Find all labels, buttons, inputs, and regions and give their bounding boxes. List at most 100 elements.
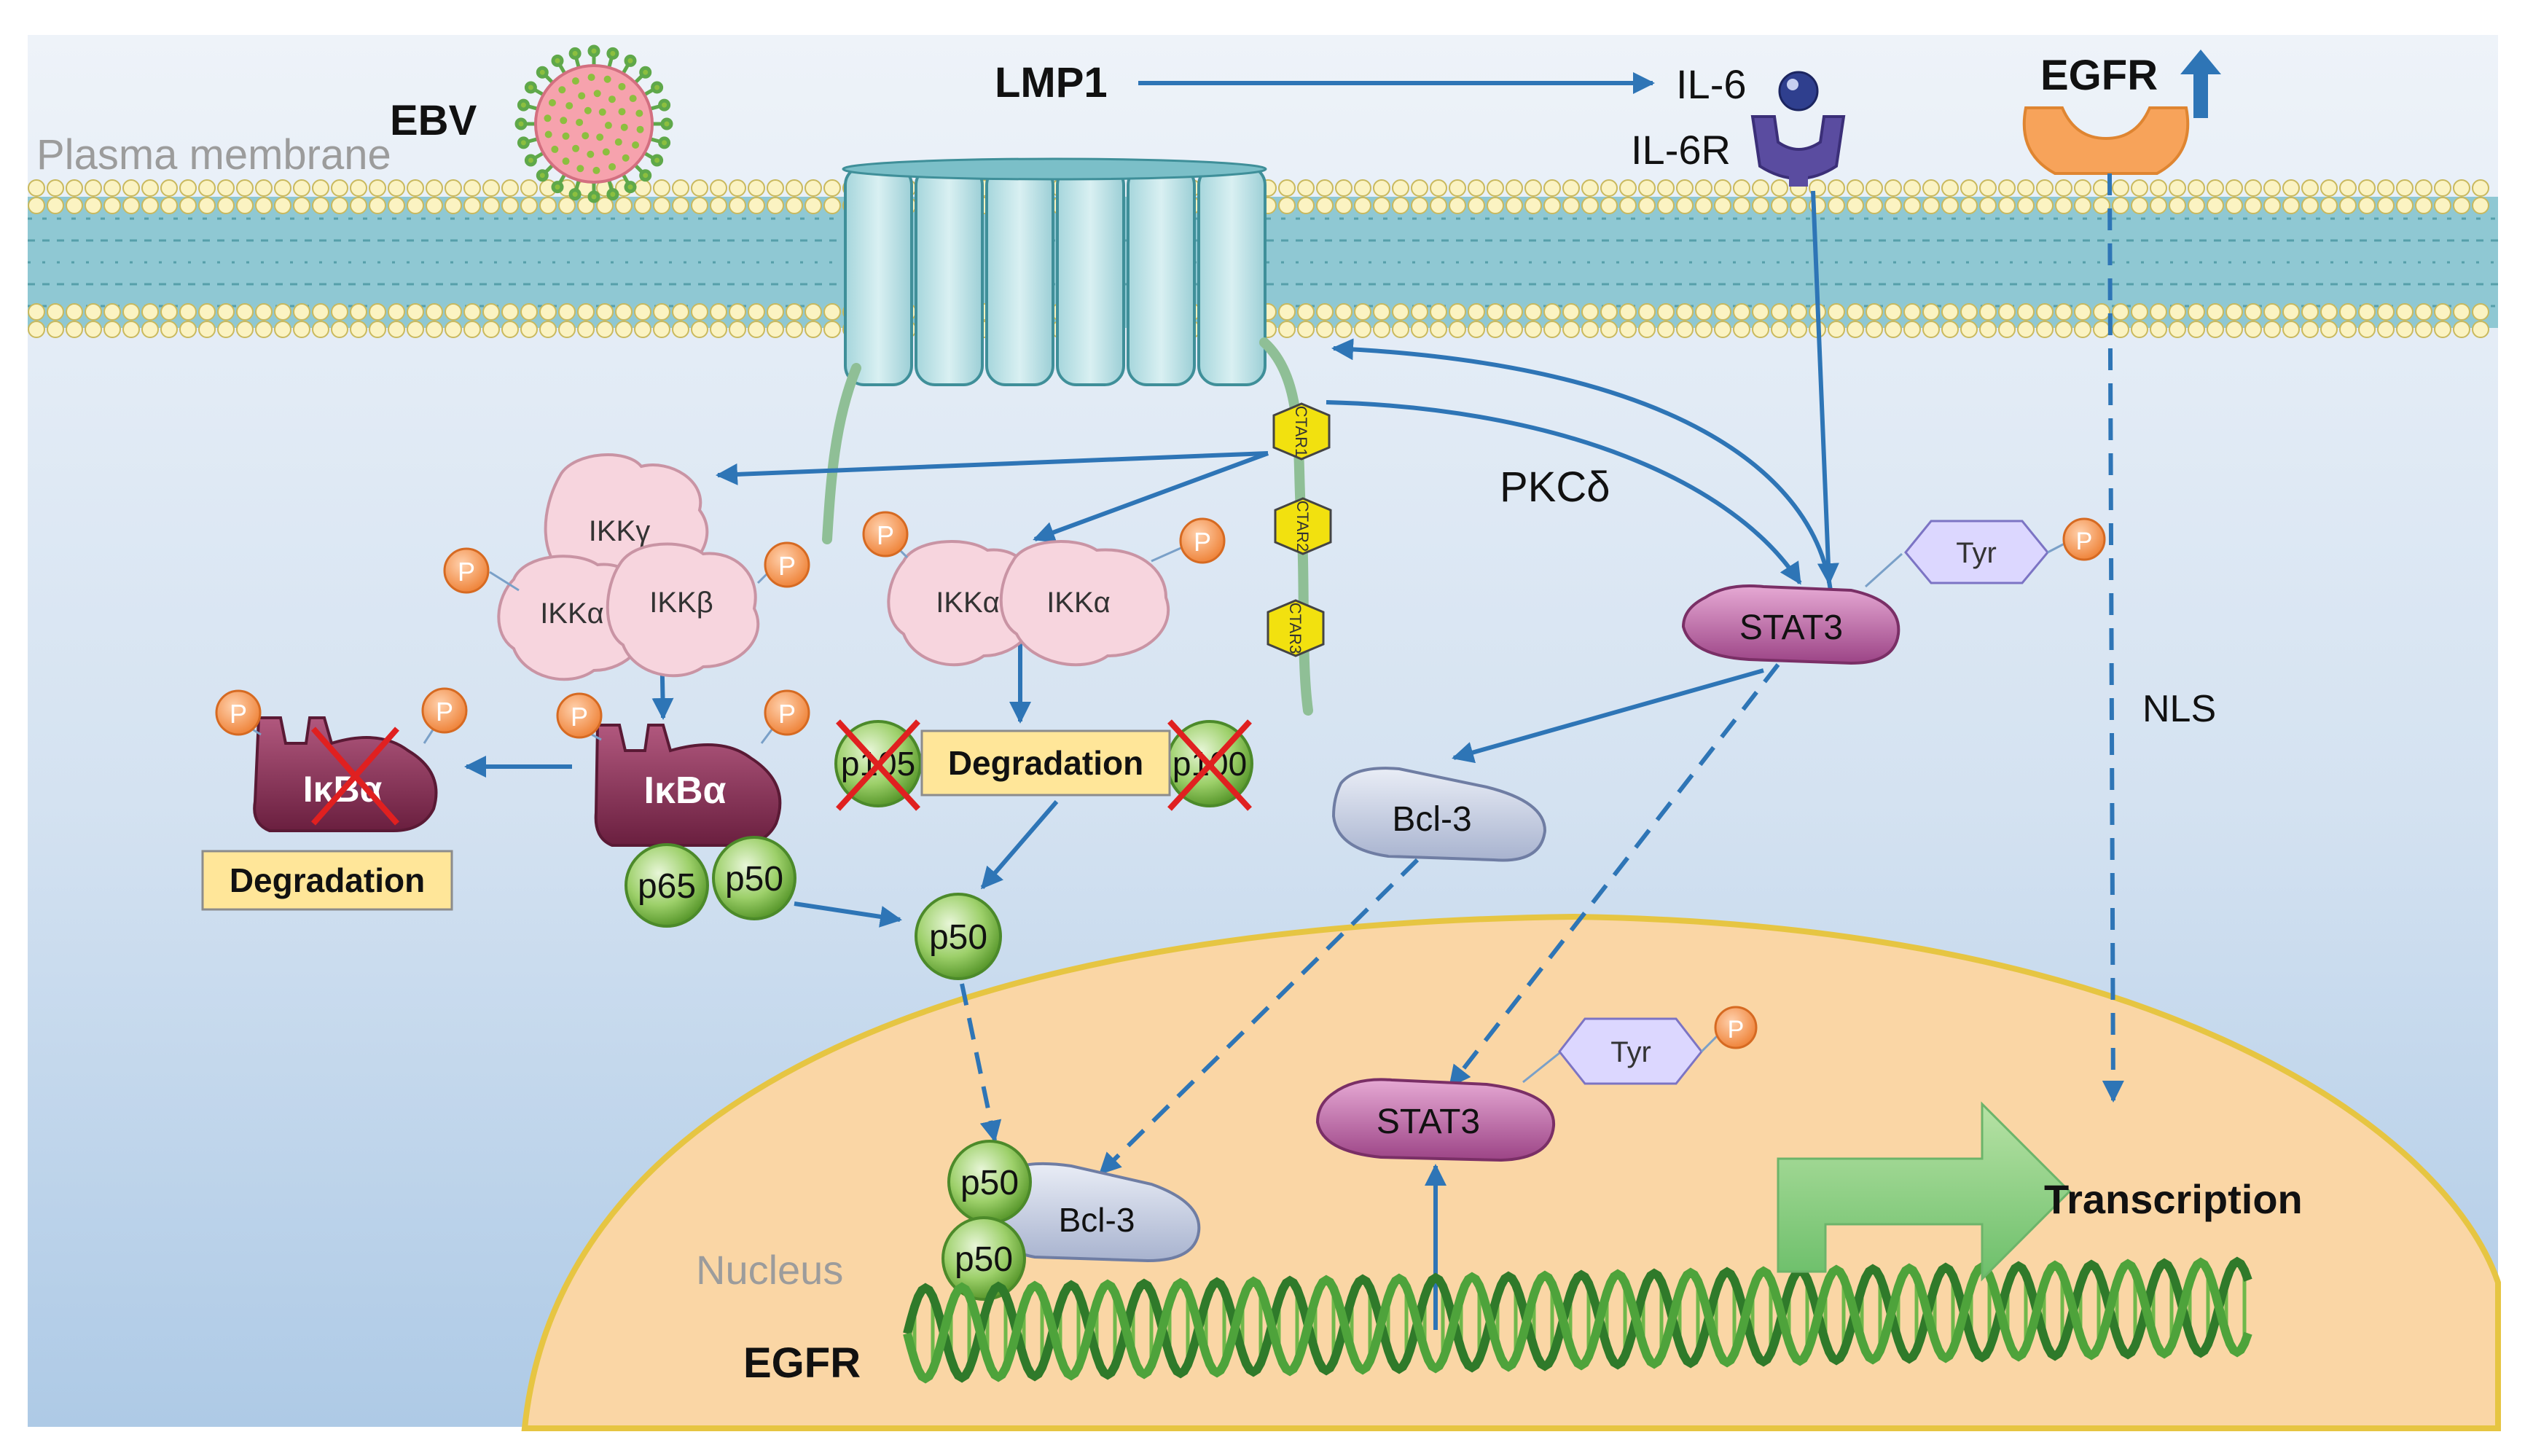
ebv-virus-icon (514, 44, 673, 203)
svg-text:IKKγ: IKKγ (589, 515, 650, 547)
phospho-badge-ikk-beta: P (756, 541, 810, 588)
svg-text:P: P (1194, 527, 1211, 557)
arrow-stat3-to-nucleus (1448, 663, 1780, 1088)
svg-text:p50: p50 (725, 860, 783, 899)
ikk-alpha-dimer: IKKα IKKα (887, 540, 1170, 667)
svg-text:Degradation: Degradation (230, 861, 425, 899)
bcl3-cytoplasm: Bcl-3 (1331, 767, 1547, 862)
bcl3-nucleus: Bcl-3 (989, 1162, 1201, 1263)
tyr-linker-cytoplasm (1864, 552, 1903, 588)
lmp1-tail-left (822, 363, 861, 544)
transcription-label: Transcription (2044, 1176, 2303, 1222)
egfr-dna-helix (903, 1256, 2252, 1384)
svg-text:P: P (778, 551, 796, 581)
ctar1-domain: CTAR1 (1272, 402, 1331, 461)
ikk-complex: IKKγ IKKα IKKβ (497, 453, 760, 681)
svg-text:p50: p50 (960, 1164, 1019, 1202)
stat3-nucleus: STAT3 (1315, 1078, 1556, 1162)
svg-text:p50: p50 (929, 918, 987, 957)
pkc-delta-label: PKCδ (1500, 463, 1610, 511)
tyr-linker-nucleus (1522, 1052, 1560, 1084)
p50-ball-nucleus-bottom: p50 (942, 1216, 1026, 1301)
arrow-ctar1-to-ikk-complex (716, 451, 1269, 485)
stat3-cytoplasm: STAT3 (1681, 584, 1900, 665)
p105-ball-degraded: p105 (834, 719, 922, 811)
phospho-badge-ikba-right: P (760, 689, 810, 744)
phospho-badge-ikba-degraded-left: P (215, 689, 262, 736)
p100-ball-degraded: p100 (1166, 719, 1253, 811)
arrow-stat3-to-lmp1-feedback (1331, 338, 1833, 591)
arrow-lmp1-to-stat3 (1326, 400, 1802, 585)
svg-text:p50: p50 (955, 1240, 1013, 1279)
nls-label: NLS (2142, 688, 2216, 730)
ctar3-domain: CTAR3 (1267, 599, 1325, 657)
p50-ball-nucleus-top: p50 (947, 1140, 1032, 1224)
il6-label: IL-6 (1676, 61, 1747, 107)
il6-receptor-icon (1750, 115, 1846, 187)
egfr-receptor-label: EGFR (2040, 52, 2158, 99)
arrow-il6r-to-stat3 (1811, 190, 1839, 585)
arrow-p50-to-nucleus (960, 983, 1002, 1143)
svg-text:P: P (778, 699, 796, 729)
egfr-up-arrow-icon (2180, 50, 2221, 118)
degradation-box-mid: Degradation (920, 729, 1171, 797)
phospho-badge-ikba-degraded-right: P (421, 687, 468, 744)
phospho-badge-ikk-alpha: P (443, 547, 520, 594)
egfr-receptor-icon (2022, 106, 2190, 175)
red-cross-icon (836, 719, 920, 811)
arrow-degradation-to-p50 (980, 800, 1059, 890)
svg-text:CTAR1: CTAR1 (1292, 406, 1310, 458)
svg-text:Tyr: Tyr (1610, 1036, 1651, 1068)
plasma-membrane-label: Plasma membrane (36, 131, 391, 179)
arrow-ctar1-to-ikk-alpha-dimer (1033, 451, 1269, 543)
degradation-box-left: Degradation (201, 850, 453, 911)
phospho-badge-stat3-cytoplasm: P (2047, 517, 2106, 561)
tyr-hexagon-nucleus: Tyr (1558, 1017, 1703, 1085)
svg-text:Tyr: Tyr (1956, 537, 1997, 569)
ctar2-domain: CTAR2 (1274, 497, 1332, 555)
lmp1-label: LMP1 (995, 59, 1108, 106)
svg-text:STAT3: STAT3 (1739, 608, 1843, 647)
arrow-bcl3-to-nucleus (1098, 858, 1420, 1175)
p65-ball: p65 (625, 843, 709, 928)
svg-text:CTAR3: CTAR3 (1286, 603, 1304, 654)
svg-text:Degradation: Degradation (948, 744, 1143, 782)
svg-text:STAT3: STAT3 (1377, 1103, 1480, 1141)
transcription-arrow-icon (1777, 1101, 2072, 1282)
svg-text:p65: p65 (638, 867, 696, 906)
il6-ligand-icon (1778, 71, 1819, 111)
svg-text:IKKα: IKKα (1046, 587, 1111, 619)
svg-text:P: P (1728, 1016, 1745, 1044)
egfr-gene-label: EGFR (743, 1339, 861, 1387)
il6r-label: IL-6R (1631, 127, 1731, 173)
svg-text:P: P (230, 699, 247, 729)
ikba-degraded: IκBα (253, 716, 438, 832)
phospho-badge-ikk-alpha-mid-right: P (1151, 517, 1226, 564)
ikk-alpha-protein-mid-2 (999, 540, 1170, 667)
lmp1-transmembrane-protein (842, 157, 1267, 386)
svg-text:Bcl-3: Bcl-3 (1392, 800, 1471, 839)
nucleus-label: Nucleus (696, 1247, 843, 1293)
p50-ball-cytoplasm: p50 (915, 893, 1002, 980)
svg-text:P: P (458, 557, 475, 587)
red-cross-icon (311, 727, 399, 826)
svg-text:P: P (2076, 528, 2093, 555)
svg-text:IKKβ: IKKβ (649, 587, 713, 619)
phospho-badge-stat3-nucleus: P (1700, 1006, 1758, 1053)
phospho-badge-ikba-left: P (556, 692, 603, 741)
svg-text:IKKα: IKKα (540, 598, 604, 630)
red-cross-icon (1167, 719, 1252, 811)
svg-text:Bcl-3: Bcl-3 (1059, 1201, 1135, 1239)
svg-text:IKKα: IKKα (936, 587, 1000, 619)
phospho-badge-ikk-alpha-mid-left: P (862, 511, 909, 559)
ikba-protein: IκBα (594, 724, 782, 847)
svg-text:P: P (571, 702, 588, 732)
arrow-stat3-to-bcl3 (1452, 668, 1764, 764)
ebv-label: EBV (390, 97, 477, 144)
p50-ball-ikba-complex: p50 (712, 836, 796, 920)
ikk-beta-protein (606, 542, 760, 678)
arrow-p65p50-to-p50 (794, 901, 902, 928)
svg-text:CTAR2: CTAR2 (1293, 501, 1312, 552)
plasma-membrane (28, 179, 2498, 338)
